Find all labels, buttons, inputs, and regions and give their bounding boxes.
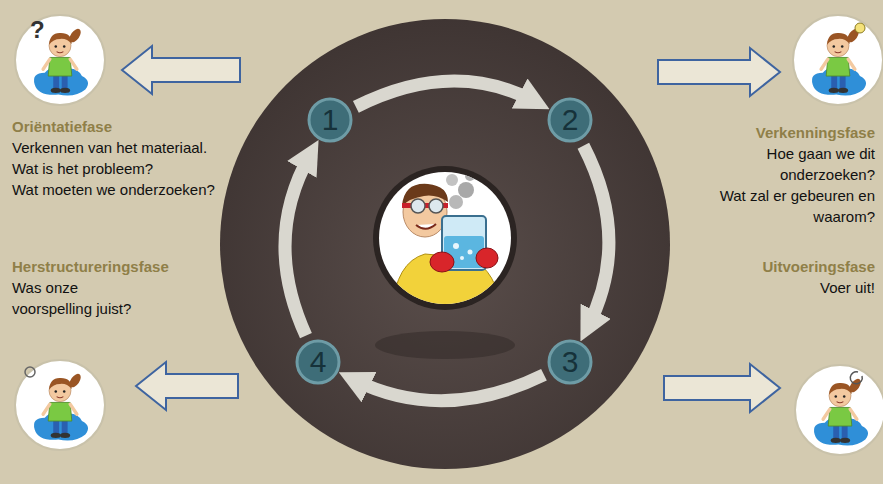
student-icon (15, 15, 883, 455)
cycle-arrow (583, 146, 609, 327)
phase-text: Voer uit! (680, 277, 875, 298)
phase-heading: Herstructureringsfase (12, 256, 160, 277)
step-circle: 4 (295, 339, 341, 385)
step-circle: 2 (547, 97, 593, 143)
step-circle: 3 (547, 339, 593, 385)
phase-description: UitvoeringsfaseVoer uit! (680, 256, 875, 298)
phase-text: Verkennen van het materiaal. (12, 137, 227, 158)
cycle-arrow (356, 81, 535, 107)
phase-description: VerkenningsfaseHoe gaan we dit onderzoek… (680, 122, 875, 227)
phase-heading: Oriëntatiefase (12, 116, 227, 137)
phase-text: Wat is het probleem? (12, 158, 227, 179)
phase-description: HerstructureringsfaseWas onze voorspelli… (12, 256, 160, 319)
cycle-disc (220, 19, 670, 469)
cycle-arrow (354, 375, 544, 401)
step-number: 4 (310, 347, 327, 377)
step-number: 2 (562, 105, 579, 135)
cycle-arrow (285, 155, 310, 336)
phase-text: Was onze voorspelling juist? (12, 277, 160, 319)
step-number: 3 (562, 347, 579, 377)
shadow (375, 331, 515, 359)
phase-arrow (122, 46, 780, 412)
scientist-illustration (373, 166, 517, 310)
question-mark: ? (30, 18, 45, 42)
phase-text: Hoe gaan we dit onderzoeken? (680, 143, 875, 185)
phase-text: Wat moeten we onderzoeken? (12, 179, 227, 200)
phase-text: Wat zal er gebeuren en waarom? (680, 185, 875, 227)
step-number: 1 (322, 105, 339, 135)
step-circle: 1 (307, 97, 353, 143)
phase-heading: Uitvoeringsfase (680, 256, 875, 277)
phase-heading: Verkenningsfase (680, 122, 875, 143)
phase-description: OriëntatiefaseVerkennen van het materiaa… (12, 116, 227, 200)
